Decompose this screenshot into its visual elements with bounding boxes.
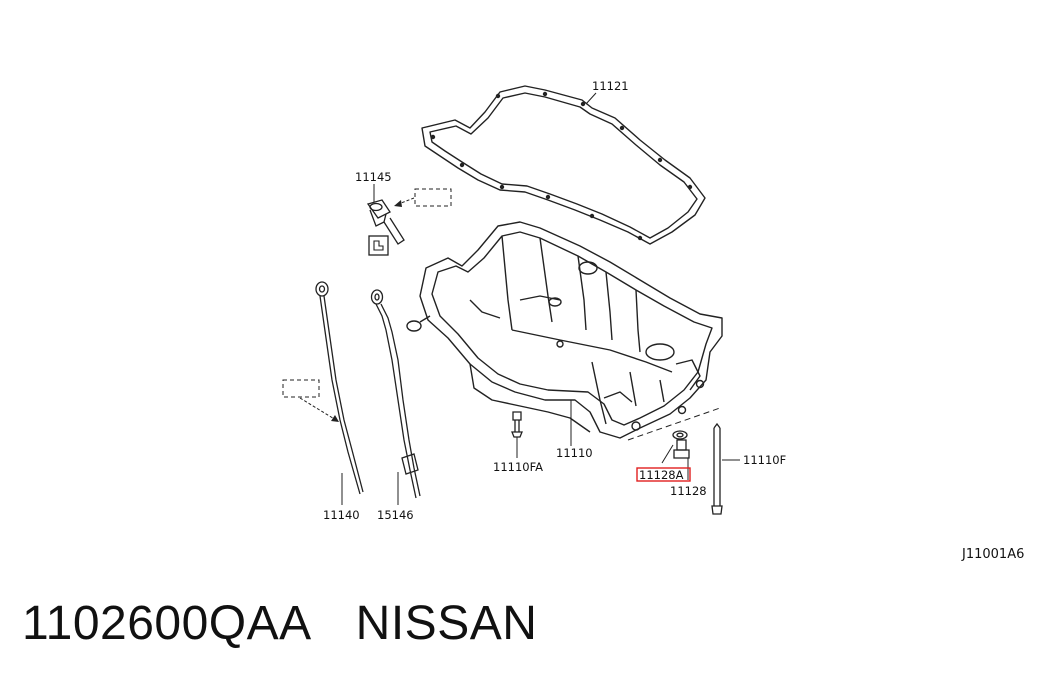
callout-washer: 11128A [639, 468, 684, 482]
highlight-box [636, 467, 691, 482]
oil-pan-gasket [421, 85, 706, 245]
washer-leader [661, 444, 674, 464]
callout-guide-tube: 15146 [377, 508, 414, 522]
dipstick-arrow [299, 397, 337, 421]
callout-oil-pan: 11110 [556, 446, 593, 460]
oil-pan [406, 221, 723, 439]
dashed-reference-box [414, 188, 452, 207]
part-caption: 1102600QAA NISSAN [22, 596, 537, 651]
callout-bolt-long: 11110F [743, 453, 786, 467]
bolt-long [711, 422, 723, 515]
callout-plug-cap: 11145 [355, 170, 392, 184]
drain-washer [672, 430, 688, 440]
service-symbol-icon [368, 235, 389, 256]
callout-dipstick: 11140 [323, 508, 360, 522]
reference-code: J11001A6 [961, 547, 1024, 562]
part-number: 1102600QAA [22, 597, 312, 650]
dipstick-guide-tube [370, 289, 421, 499]
cap-arrow-head [394, 200, 402, 207]
drain-dashed-guide [627, 407, 721, 441]
callout-drain-plug: 11128 [670, 484, 707, 498]
dipstick-dashed-box [282, 379, 320, 398]
callout-bolt-small: 11110FA [493, 460, 543, 474]
gasket-leader [585, 92, 597, 105]
oil-filler-cap [366, 199, 405, 245]
bolt-small [511, 411, 523, 438]
dipstick-arrow-head [331, 415, 339, 422]
brand-name: NISSAN [355, 597, 538, 650]
oil-dipstick [315, 281, 364, 495]
callout-gasket: 11121 [592, 79, 629, 93]
drain-plug [673, 439, 690, 459]
